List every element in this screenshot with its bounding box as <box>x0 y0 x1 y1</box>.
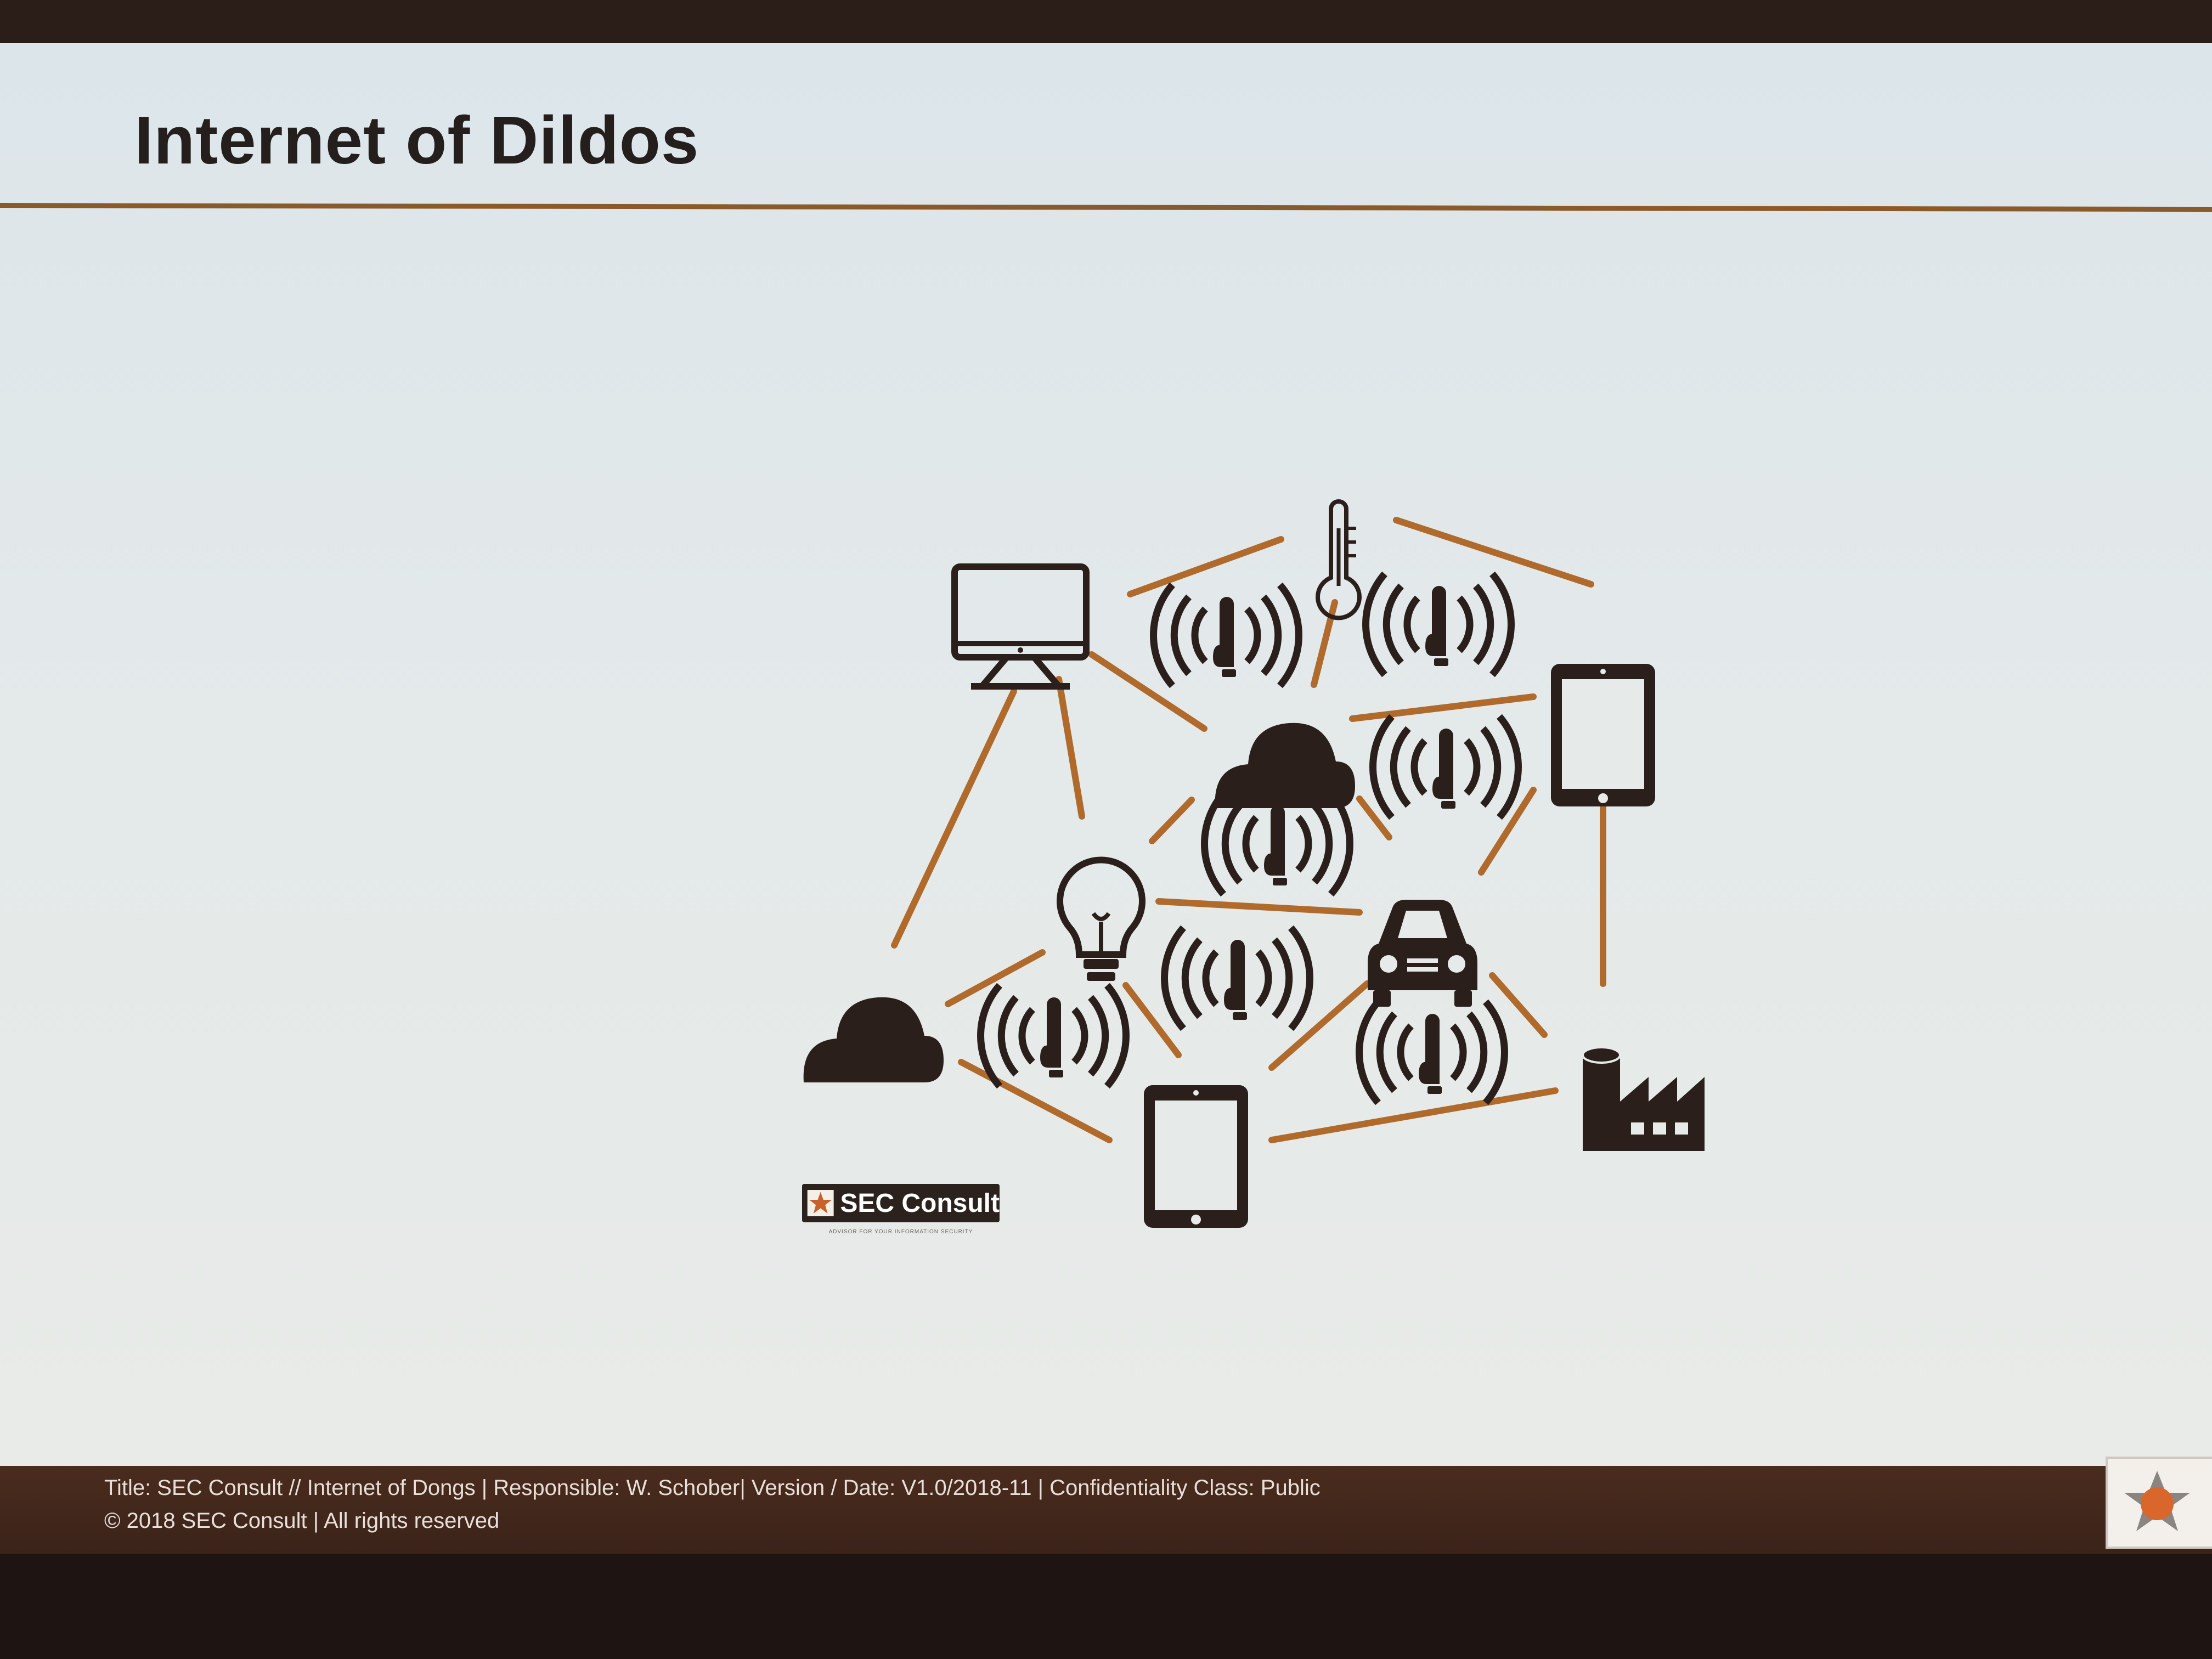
footer-copyright: © 2018 SEC Consult | All rights reserved <box>104 1509 500 1533</box>
monitor-icon <box>951 563 1090 690</box>
star-icon <box>2124 1471 2190 1531</box>
factory-icon <box>1582 1046 1705 1151</box>
cloud-icon <box>803 997 944 1082</box>
link <box>1489 972 1548 1038</box>
slide: Internet of Dildos <box>0 43 2212 1466</box>
projector-bottom-edge <box>0 1554 2212 1659</box>
link <box>1478 787 1537 876</box>
slide-footer <box>0 1466 2212 1554</box>
dildo-wifi-icon <box>981 985 1126 1086</box>
link <box>945 949 1046 1007</box>
link <box>1088 651 1207 732</box>
slide-title: Internet of Dildos <box>134 103 699 178</box>
tablet-icon <box>1144 1085 1248 1228</box>
dildo-wifi-icon <box>1359 1002 1505 1103</box>
link <box>1127 536 1284 597</box>
thermometer-icon <box>1316 499 1362 620</box>
link <box>1349 693 1537 722</box>
car-icon <box>1368 900 1477 1007</box>
link <box>1056 676 1085 820</box>
link <box>1393 517 1594 588</box>
logo-tagline: ADVISOR FOR YOUR INFORMATION SECURITY <box>828 1229 973 1235</box>
link <box>1356 795 1392 840</box>
link <box>1268 980 1370 1071</box>
projector-top-edge <box>0 0 2212 44</box>
tablet-icon <box>1551 664 1655 806</box>
corner-logo <box>2106 1457 2212 1549</box>
star-icon <box>807 1190 834 1216</box>
footer-meta: Title: SEC Consult // Internet of Dongs … <box>104 1476 1321 1500</box>
dildo-wifi-icon <box>1154 585 1299 686</box>
link <box>1268 1087 1559 1143</box>
sec-consult-logo: SEC Consult <box>802 1184 1000 1222</box>
dildo-wifi-icon <box>1366 574 1511 675</box>
link <box>1155 898 1363 916</box>
link <box>958 1059 1113 1143</box>
dildo-wifi-icon <box>1165 928 1310 1029</box>
link <box>1122 982 1182 1058</box>
link <box>1149 797 1195 844</box>
dildo-wifi-icon <box>1373 716 1519 817</box>
logo-text: SEC Consult <box>840 1188 1000 1218</box>
lightbulb-icon <box>1057 856 1146 981</box>
link <box>891 688 1017 949</box>
iot-network-diagram <box>803 499 1705 1228</box>
dildo-wifi-icon <box>1205 793 1350 894</box>
